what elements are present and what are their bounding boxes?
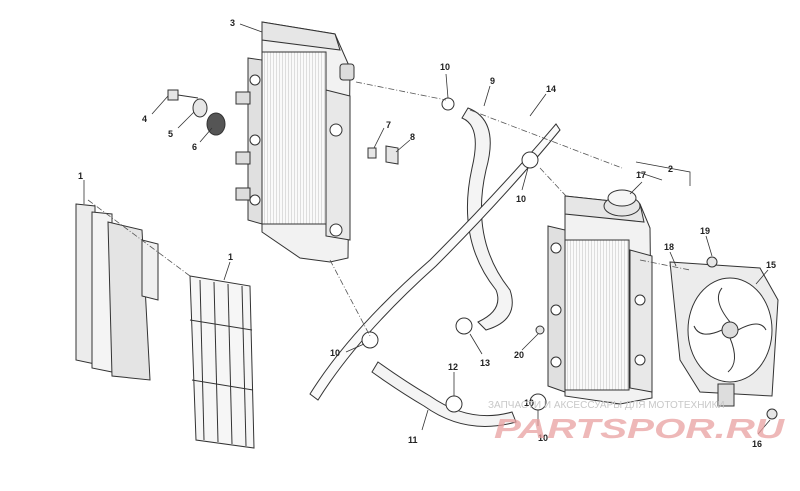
watermark-tagline: ЗАПЧАСТИ И АКСЕССУАРЫ ДЛЯ МОТОТЕХНИКИ — [488, 400, 725, 411]
part-label-10e: 10 — [538, 433, 548, 443]
part-label-13: 13 — [480, 358, 490, 368]
part-label-12: 12 — [448, 362, 458, 372]
hoses — [309, 107, 561, 427]
part-label-4: 4 — [142, 114, 147, 124]
part-labels: 1 1 2 3 4 5 6 7 8 9 10 10 10 10 10 11 12… — [78, 18, 776, 449]
part-label-18: 18 — [664, 242, 674, 252]
part-label-10d: 10 — [524, 398, 534, 408]
radiator-grille — [189, 275, 255, 449]
left-shroud — [75, 203, 159, 381]
part-label-19: 19 — [700, 226, 710, 236]
part-label-20: 20 — [514, 350, 524, 360]
part-label-8: 8 — [410, 132, 415, 142]
part-label-7: 7 — [386, 120, 391, 130]
part-label-10a: 10 — [440, 62, 450, 72]
label-leaders — [83, 23, 771, 435]
part-label-1a: 1 — [78, 171, 83, 181]
part-label-11: 11 — [408, 435, 418, 445]
cooling-fan — [669, 261, 779, 407]
left-radiator — [235, 21, 355, 263]
watermark: ЗАПЧАСТИ И АКСЕССУАРЫ ДЛЯ МОТОТЕХНИКИ PA… — [488, 400, 785, 444]
leader-lines — [87, 81, 691, 337]
fasteners — [167, 89, 778, 420]
part-label-2: 2 — [668, 164, 673, 174]
part-label-6: 6 — [192, 142, 197, 152]
part-label-10b: 10 — [516, 194, 526, 204]
part-label-1b: 1 — [228, 252, 233, 262]
part-label-16: 16 — [752, 439, 762, 449]
right-radiator — [547, 189, 653, 405]
watermark-logo: PARTSPOR.RU — [494, 413, 785, 444]
part-label-10c: 10 — [330, 348, 340, 358]
part-label-5: 5 — [168, 129, 173, 139]
part-label-17: 17 — [636, 170, 646, 180]
part-label-14: 14 — [546, 84, 556, 94]
part-label-3: 3 — [230, 18, 235, 28]
part-label-15: 15 — [766, 260, 776, 270]
part-label-9: 9 — [490, 76, 495, 86]
